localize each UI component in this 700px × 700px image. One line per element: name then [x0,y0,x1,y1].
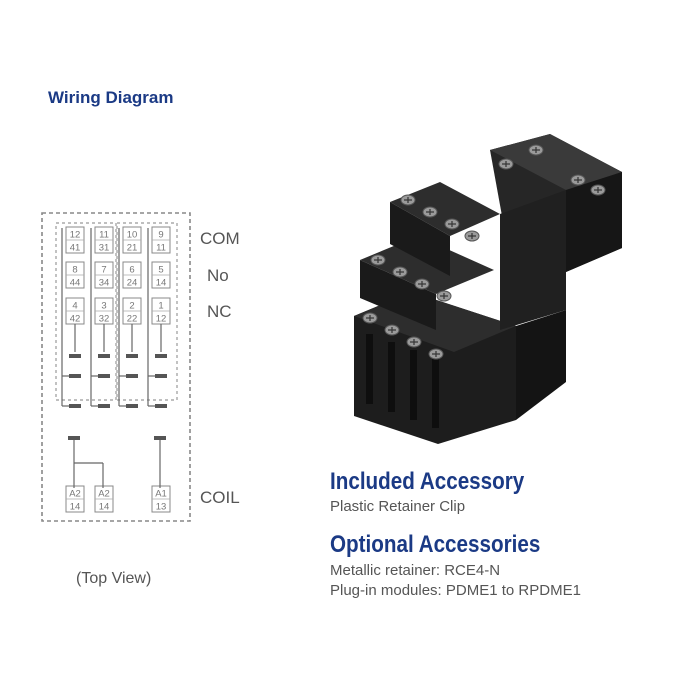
terminal-number: 6 [129,265,134,276]
terminal-number: A1 [155,489,167,500]
terminal-nc: 332 [94,297,114,325]
terminal-number: 1 [158,301,163,312]
terminal-no: 844 [65,261,85,289]
terminal-number: 14 [70,502,81,513]
coil-pad [68,436,80,440]
contact-lines [61,228,162,407]
terminal-number: 44 [70,278,81,289]
view-caption: (Top View) [76,570,152,587]
coil-wiring [73,440,161,488]
contact-pad [155,374,167,378]
terminal-number: 8 [72,265,77,276]
contact-pads [68,354,167,440]
terminal-number: 24 [127,278,138,289]
screw-icon [590,184,606,196]
screw-icon [436,290,452,302]
contact-pad [126,404,138,408]
optional-heading: Optional Accessories [330,531,541,558]
screw-icon [498,158,514,170]
contact-pad [126,354,138,358]
terminal-number: 4 [72,301,77,312]
contact-pad [98,404,110,408]
optional-item: Metallic retainer: RCE4-N [330,562,501,579]
terminal-number: 11 [156,243,166,254]
wiring-diagram: 124111311021911844734624514442332222112A… [41,212,191,522]
screw-icon [362,312,378,324]
screw-icon [406,336,422,348]
contact-pad [155,404,167,408]
screw-icon [392,266,408,278]
pole-group-right [116,222,178,401]
terminal-number: 10 [127,230,138,241]
terminal-number: 3 [101,301,106,312]
included-heading: Included Accessory [330,468,525,495]
screw-icon [422,206,438,218]
screw-icon [384,324,400,336]
terminal-number: 12 [70,230,81,241]
contact-pad [98,374,110,378]
terminal-number: 9 [158,230,163,241]
screw-icon [400,194,416,206]
terminal-number: 22 [127,314,138,325]
optional-item: Plug-in modules: PDME1 to RPDME1 [330,582,581,599]
screw-icon [370,254,386,266]
coil-pad [154,436,166,440]
terminal-boxes: 124111311021911844734624514442332222112A… [65,226,171,513]
label-nc: NC [207,302,232,321]
screw-icon [428,348,444,360]
terminal-number: 2 [129,301,134,312]
terminal-number: 32 [99,314,110,325]
contact-pad [69,374,81,378]
terminal-number: 41 [70,243,81,254]
terminal-nc: 112 [151,297,171,325]
terminal-number: 13 [156,502,167,513]
terminal-no: 514 [151,261,171,289]
terminal-no: 734 [94,261,114,289]
screw-icon [444,218,460,230]
label-no: No [207,266,229,285]
contact-pad [69,354,81,358]
relay-socket-image [354,134,622,444]
terminal-number: 14 [156,278,167,289]
included-text: Plastic Retainer Clip [330,498,466,515]
label-coil: COIL [200,488,240,507]
terminal-number: A2 [69,489,81,500]
terminal-number: 42 [70,314,81,325]
terminal-number: 7 [101,265,106,276]
screw-icon [464,230,480,242]
terminal-number: 11 [99,230,109,241]
contact-pad [69,404,81,408]
contact-pad [98,354,110,358]
terminal-number: 34 [99,278,110,289]
terminal-number: 14 [99,502,110,513]
screw-icon [414,278,430,290]
terminal-nc: 222 [122,297,142,325]
terminal-number: 31 [99,243,110,254]
terminal-number: 5 [158,265,163,276]
screw-icon [570,174,586,186]
terminal-number: 12 [156,314,167,325]
terminal-nc: 442 [65,297,85,325]
terminal-no: 624 [122,261,142,289]
terminal-com: 911 [151,226,171,254]
diagram-outline [41,212,191,522]
contact-pad [155,354,167,358]
terminal-number: A2 [98,489,110,500]
screw-icon [528,144,544,156]
section-title: Wiring Diagram [48,88,174,107]
label-com: COM [200,229,240,248]
pole-group-left [55,222,117,401]
contact-pad [126,374,138,378]
terminal-number: 21 [127,243,138,254]
